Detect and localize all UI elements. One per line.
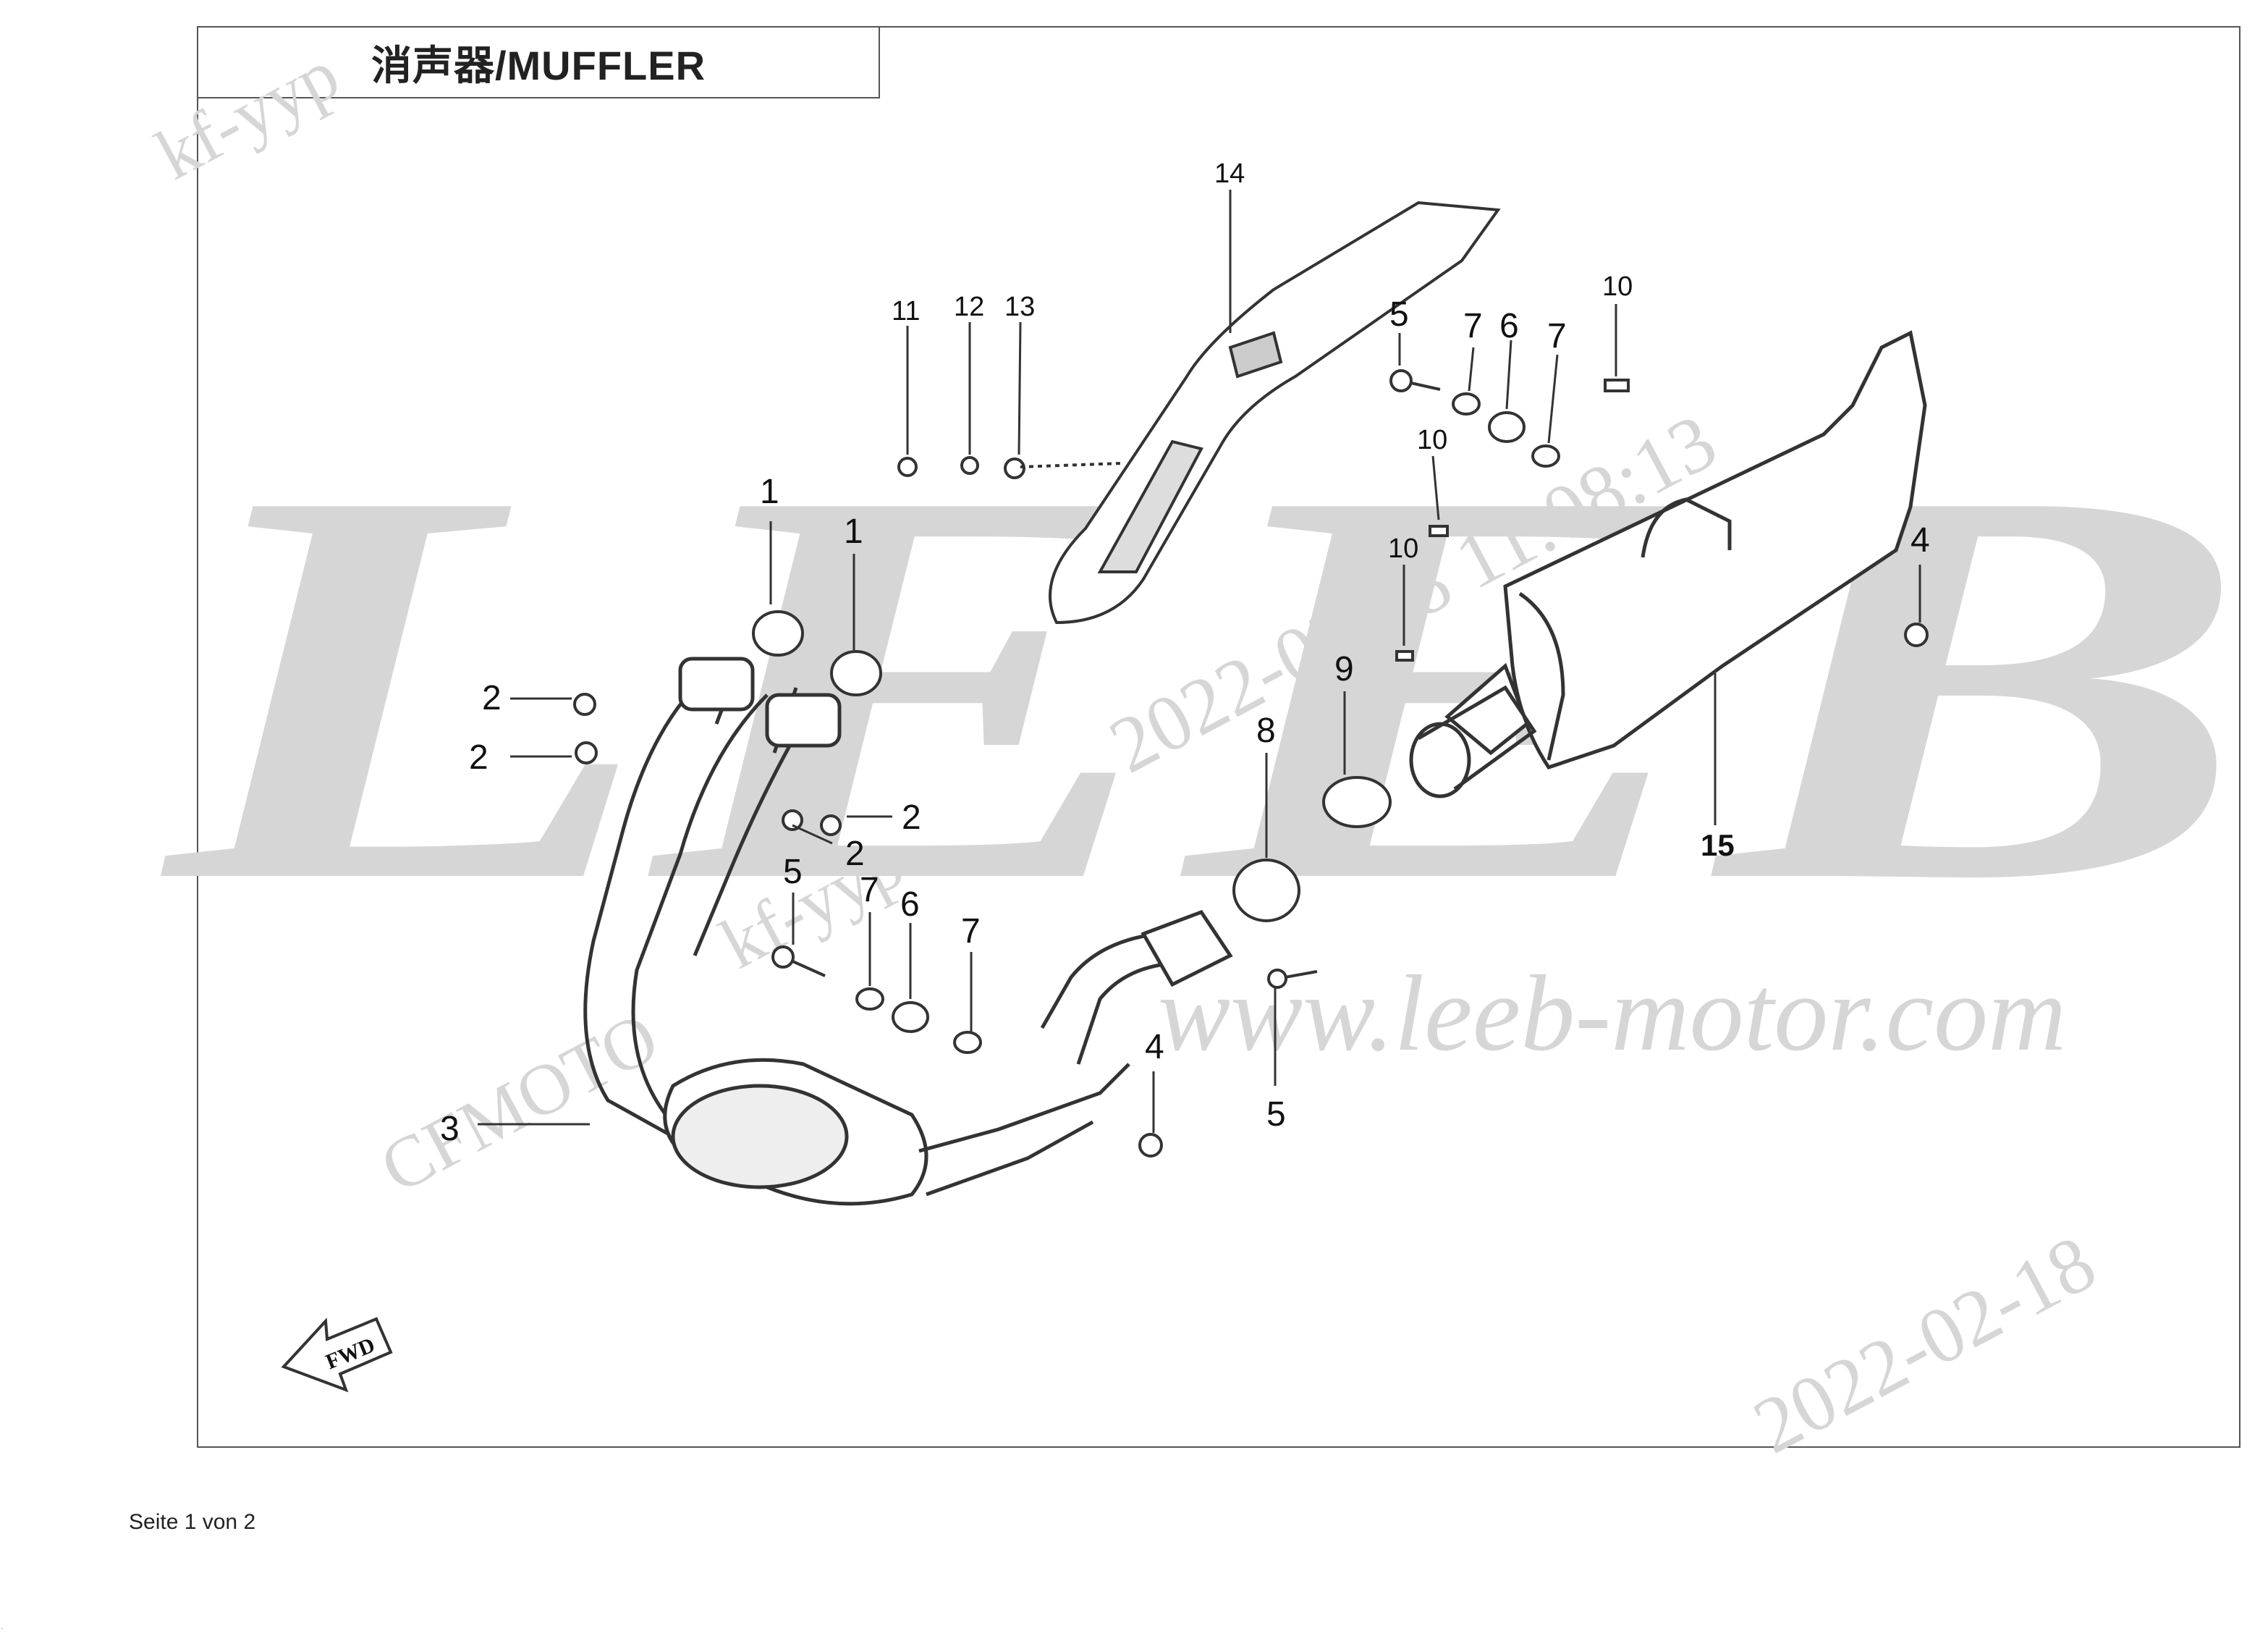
callout-5a: 5 — [783, 853, 803, 891]
page-footer: Seite 1 von 2 — [129, 1510, 256, 1534]
callout-7a: 7 — [860, 871, 879, 909]
callout-10b: 10 — [1417, 425, 1447, 455]
callout-15: 15 — [1701, 828, 1735, 862]
callout-labels: 1 1 2 2 2 2 3 4 4 5 5 5 6 6 7 7 7 7 8 9 … — [440, 159, 1930, 1148]
clip-10a — [1604, 379, 1630, 392]
grommet-6b — [1488, 411, 1526, 443]
callout-1b: 1 — [844, 513, 863, 551]
spacer-13 — [1004, 458, 1025, 479]
sleeve-8 — [1232, 859, 1300, 922]
callout-3: 3 — [440, 1110, 460, 1148]
heat-shield-part — [1049, 201, 1501, 625]
clip-10b — [1429, 525, 1449, 537]
diagram-frame — [197, 26, 2241, 1448]
catalyst-part — [663, 909, 1233, 1206]
callout-7b: 7 — [961, 912, 981, 950]
clamp-9 — [1322, 776, 1392, 828]
callout-13: 13 — [1004, 292, 1035, 322]
callout-9: 9 — [1334, 650, 1354, 688]
washer-12 — [960, 456, 979, 475]
callout-4b: 4 — [1911, 521, 1930, 560]
callout-2b: 2 — [469, 738, 488, 777]
silencer-part — [1409, 330, 1927, 798]
callout-10c: 10 — [1388, 534, 1418, 564]
nut-2c — [782, 809, 803, 831]
washer-7d — [1531, 444, 1560, 468]
callout-2d: 2 — [845, 835, 865, 873]
hardware-parts — [573, 369, 1929, 1158]
callout-5c: 5 — [1389, 295, 1409, 334]
nut-4b — [1904, 623, 1929, 647]
gasket-1b — [830, 650, 882, 696]
callout-8: 8 — [1256, 712, 1276, 750]
callout-2a: 2 — [482, 679, 502, 717]
nut-2b — [575, 741, 598, 764]
callout-14: 14 — [1214, 159, 1245, 189]
forward-arrow-icon: FWD — [281, 1317, 393, 1393]
gasket-1a — [752, 610, 804, 657]
callout-2c: 2 — [902, 798, 921, 837]
corner-mark: ' — [1, 1627, 3, 1634]
grommet-6a — [892, 1001, 929, 1033]
callout-5b: 5 — [1266, 1095, 1286, 1134]
callout-4a: 4 — [1145, 1028, 1164, 1066]
nut-2d — [820, 814, 842, 836]
callout-6b: 6 — [1499, 307, 1519, 345]
watermark-maker: CFMOTO — [368, 997, 670, 1209]
callout-7c: 7 — [1463, 307, 1483, 345]
bolt-11 — [897, 457, 918, 477]
leader-lines — [478, 190, 1921, 1133]
callout-7d: 7 — [1547, 317, 1567, 355]
callout-1a: 1 — [760, 473, 779, 511]
header-pipe-part — [583, 657, 842, 1139]
watermark-date-2: 2022-02-18 — [1740, 1218, 2109, 1471]
diagram-title: 消声器/MUFFLER — [197, 26, 880, 98]
watermark-url: www.leeb-motor.com — [1158, 953, 2066, 1074]
washer-7a — [855, 987, 884, 1011]
callout-6a: 6 — [900, 885, 920, 924]
callout-12: 12 — [954, 292, 984, 322]
callout-10a: 10 — [1602, 271, 1633, 302]
watermark-user-1: kf-yyp — [143, 33, 352, 195]
nut-2a — [573, 693, 596, 716]
nut-4a — [1138, 1133, 1163, 1158]
washer-7b — [953, 1031, 982, 1054]
watermark-layer: LEEB www.leeb-motor.com 2022-02-18 11:08… — [143, 33, 2251, 1470]
callout-11: 11 — [892, 296, 920, 326]
clip-10c — [1395, 650, 1414, 662]
washer-7c — [1452, 392, 1481, 416]
